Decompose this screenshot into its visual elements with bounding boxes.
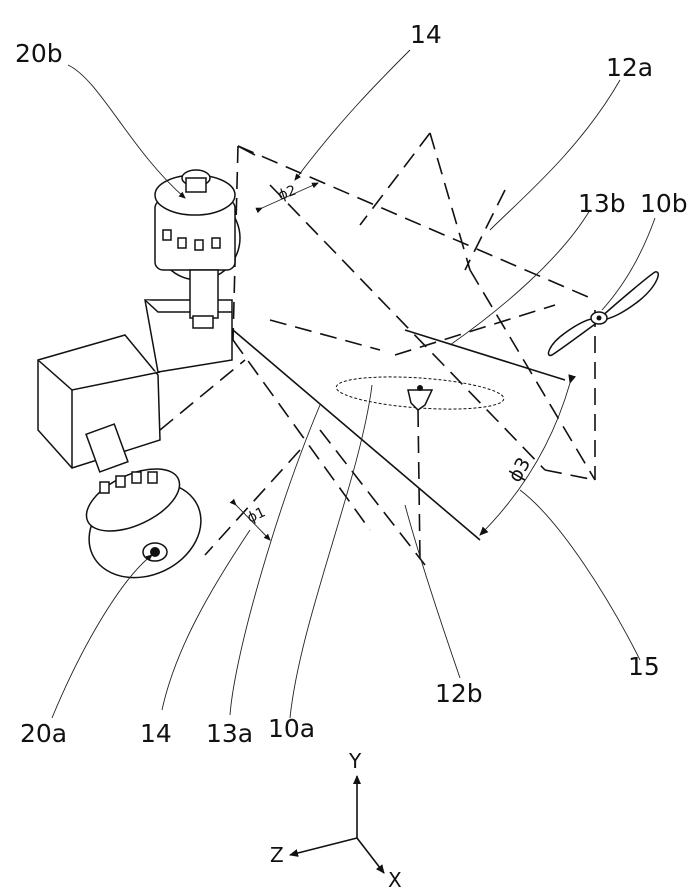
label-14-top: 14 [410,20,442,49]
label-13b: 13b [578,189,626,218]
phi3-label: ϕ3 [504,454,535,486]
propeller-10b [548,272,658,356]
label-14-bottom: 14 [140,719,172,748]
label-10a: 10a [268,714,315,743]
label-12b: 12b [435,679,483,708]
x-axis-arrow [357,838,384,873]
label-15: 15 [628,652,660,681]
label-20a: 20a [20,719,67,748]
angle-dimensions: ϕ2 ϕ1 ϕ3 [236,183,570,540]
label-10b: 10b [640,189,688,218]
x-axis-label: X [388,868,402,890]
phi1-label: ϕ1 [245,504,268,526]
label-13a: 13a [206,719,253,748]
label-12a: 12a [606,53,653,82]
phi2-label: ϕ2 [276,183,299,204]
z-axis-label: Z [270,843,284,867]
coordinate-axes: Y Z X [270,749,402,890]
propeller-10a [335,372,505,414]
y-axis-label: Y [348,749,362,773]
label-20b: 20b [15,39,63,68]
motor-assembly-20b [145,170,240,372]
z-axis-arrow [290,838,357,855]
motor-assembly-20a [38,335,217,595]
